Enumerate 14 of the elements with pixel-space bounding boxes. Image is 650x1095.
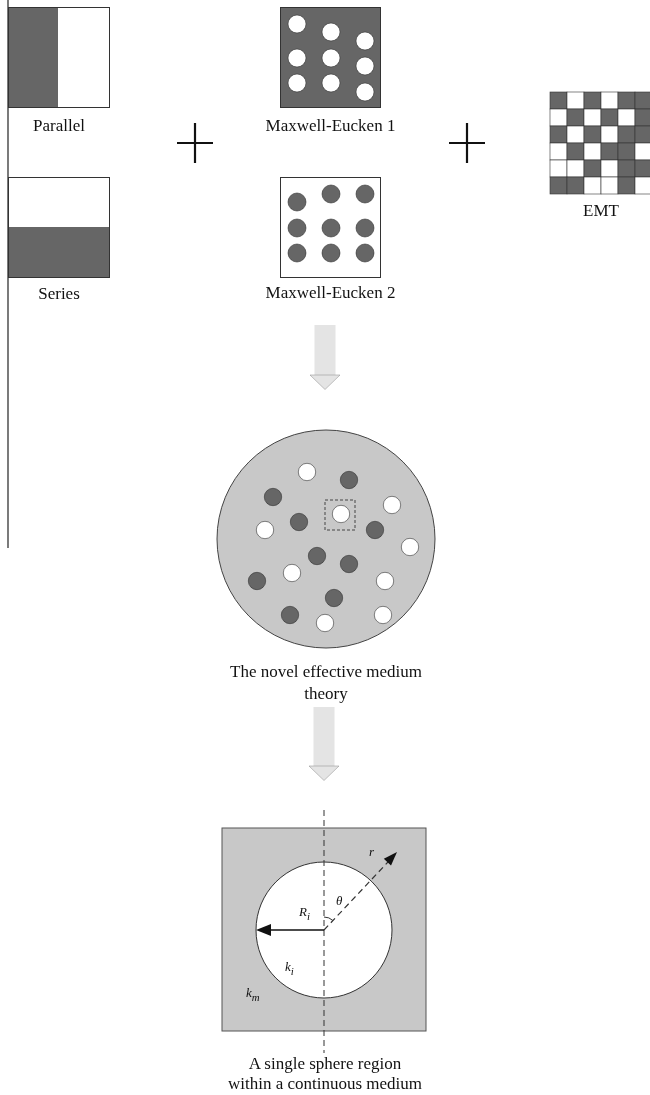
figure-caption: The novel effective medium theory <box>229 661 423 705</box>
figure-caption: Series <box>38 283 80 305</box>
figure-caption: Maxwell-Eucken 2 <box>265 282 396 304</box>
symbol-label: R$_{i}$ <box>299 905 310 923</box>
block-arrow <box>309 325 341 390</box>
symbol-label: k$_{i}$ <box>285 960 294 978</box>
figure-caption: A single sphere region within a continuous medium <box>226 1054 424 1094</box>
figure-caption: EMT <box>583 200 619 222</box>
symbol-label: k$_{m}$ <box>246 986 260 1004</box>
block-arrow <box>308 707 340 781</box>
symbol-label: θ <box>336 894 343 908</box>
symbol-label: r <box>369 845 375 859</box>
figure-caption: Parallel <box>33 115 85 137</box>
figure-caption: Maxwell-Eucken 1 <box>265 115 396 137</box>
